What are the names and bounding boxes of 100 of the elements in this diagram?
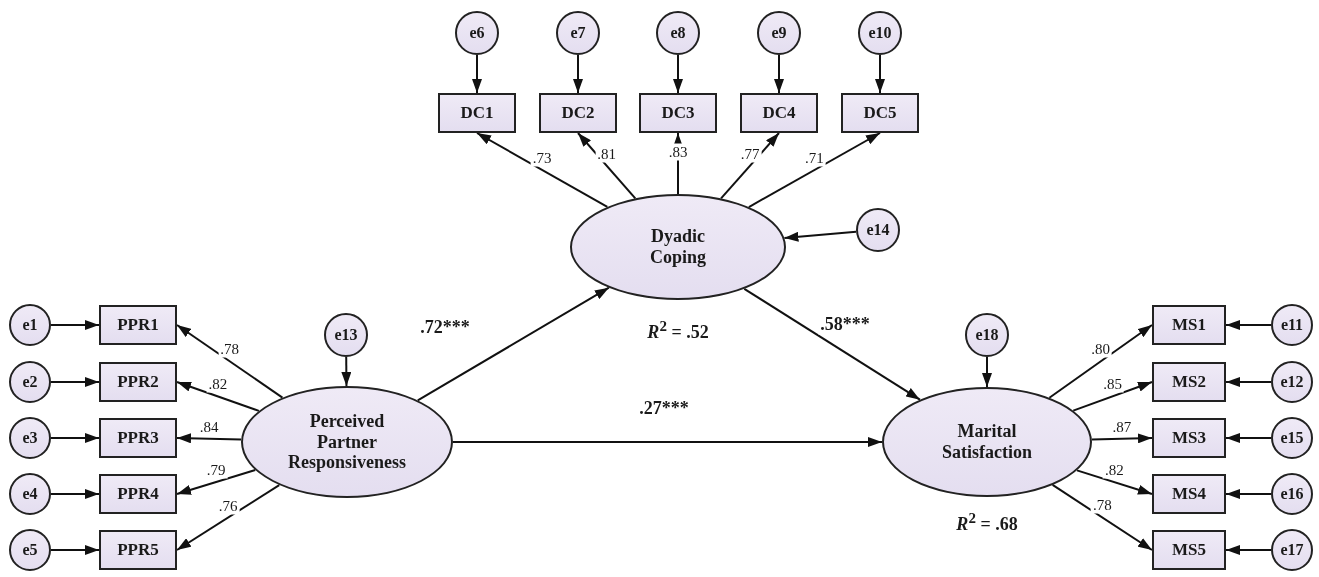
error-circle xyxy=(656,11,700,55)
node-label: e9 xyxy=(771,23,787,43)
path-arrow xyxy=(577,132,637,200)
error-circle xyxy=(9,473,51,515)
indicator-box xyxy=(639,93,717,133)
indicator-box xyxy=(99,474,177,514)
path-arrow xyxy=(875,54,885,94)
path-arrow xyxy=(341,356,352,387)
node-label: DC3 xyxy=(661,103,695,123)
error-circle xyxy=(556,11,600,55)
path-arrow xyxy=(1048,324,1153,399)
node-label: e12 xyxy=(1280,372,1304,392)
node-label: Marital Satisfaction xyxy=(941,421,1033,463)
node-label: DC4 xyxy=(762,103,796,123)
path-arrow xyxy=(1225,377,1272,387)
node-label: e4 xyxy=(22,484,38,504)
path-arrow xyxy=(1051,483,1153,551)
indicator-box xyxy=(539,93,617,133)
node-label: e15 xyxy=(1280,428,1304,448)
path-arrow xyxy=(673,54,683,94)
node-label: e7 xyxy=(570,23,586,43)
indicator-box xyxy=(99,530,177,570)
node-label: MS3 xyxy=(1172,428,1206,448)
error-circle xyxy=(1271,473,1313,515)
path-arrow xyxy=(743,287,921,401)
path-arrow xyxy=(1225,545,1272,555)
node-label: DC5 xyxy=(863,103,897,123)
path-arrow xyxy=(472,54,482,94)
path-arrow xyxy=(452,437,883,447)
path-arrow xyxy=(176,433,243,444)
path-arrow xyxy=(176,324,284,399)
indicator-box xyxy=(99,362,177,402)
path-arrow xyxy=(50,489,100,499)
path-arrow xyxy=(783,230,858,242)
edge-label: .83 xyxy=(666,143,690,160)
indicator-box xyxy=(740,93,818,133)
path-arrow xyxy=(720,132,780,200)
node-label: MS4 xyxy=(1172,484,1206,504)
error-circle xyxy=(1271,361,1313,403)
node-label: e5 xyxy=(22,540,38,560)
path-arrow xyxy=(982,356,992,388)
node-label: MS5 xyxy=(1172,540,1206,560)
path-arrow xyxy=(1090,433,1153,444)
node-label: Perceived Partner Responsiveness xyxy=(287,410,407,474)
node-label: e11 xyxy=(1280,315,1304,335)
indicator-box xyxy=(1152,362,1226,402)
path-arrow xyxy=(747,132,881,208)
path-arrow xyxy=(1225,489,1272,499)
node-label: MS2 xyxy=(1172,372,1206,392)
error-circle xyxy=(1271,529,1313,571)
r-squared-label: R$^{2}$ = .52 xyxy=(647,317,709,343)
node-label: e17 xyxy=(1280,540,1304,560)
path-arrow xyxy=(176,469,257,495)
node-label: e13 xyxy=(334,325,358,345)
error-circle xyxy=(9,417,51,459)
node-label: e16 xyxy=(1280,484,1304,504)
node-label: e3 xyxy=(22,428,38,448)
indicator-box xyxy=(1152,474,1226,514)
path-arrow xyxy=(1075,469,1153,495)
error-circle xyxy=(324,313,368,357)
path-arrow xyxy=(1225,320,1272,330)
node-label: Dyadic Coping xyxy=(649,226,707,268)
indicator-box xyxy=(99,305,177,345)
error-circle xyxy=(9,529,51,571)
node-label: PPR5 xyxy=(117,540,159,560)
node-label: e14 xyxy=(866,220,890,240)
node-label: e18 xyxy=(975,325,999,345)
path-arrow xyxy=(50,377,100,387)
path-arrow xyxy=(1225,433,1272,443)
path-arrow xyxy=(50,320,100,330)
node-label: PPR4 xyxy=(117,484,159,504)
indicator-box xyxy=(841,93,919,133)
path-arrow xyxy=(50,545,100,555)
node-label: DC2 xyxy=(561,103,595,123)
node-label: PPR3 xyxy=(117,428,159,448)
path-arrow xyxy=(476,132,609,208)
path-arrow xyxy=(573,54,583,94)
path-arrow xyxy=(50,433,100,443)
path-arrow xyxy=(176,484,281,551)
node-label: MS1 xyxy=(1172,315,1206,335)
path-arrow xyxy=(416,286,610,402)
error-circle xyxy=(9,361,51,403)
node-label: e10 xyxy=(868,23,892,43)
error-circle xyxy=(9,304,51,346)
error-circle xyxy=(1271,304,1313,346)
indicator-box xyxy=(1152,418,1226,458)
node-label: DC1 xyxy=(460,103,494,123)
node-label: e1 xyxy=(22,315,38,335)
error-circle xyxy=(856,208,900,252)
path-arrow xyxy=(774,54,784,94)
indicator-box xyxy=(438,93,516,133)
indicator-box xyxy=(1152,530,1226,570)
node-label: e2 xyxy=(22,372,38,392)
r-squared-label: R$^{2}$ = .68 xyxy=(956,509,1018,535)
error-circle xyxy=(1271,417,1313,459)
indicator-box xyxy=(99,418,177,458)
node-label: e6 xyxy=(469,23,485,43)
indicator-box xyxy=(1152,305,1226,345)
error-circle xyxy=(858,11,902,55)
path-arrow xyxy=(176,381,260,412)
